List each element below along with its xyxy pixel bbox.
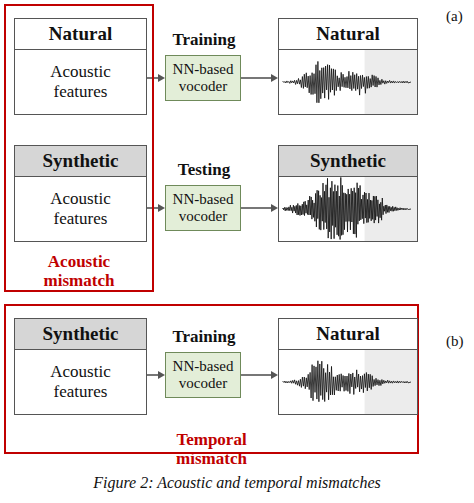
stage-label: Training xyxy=(136,327,272,347)
arrow-connector xyxy=(241,204,278,212)
waveform-box: Natural xyxy=(278,318,418,415)
waveform-box: Natural xyxy=(278,18,418,115)
vocoder-box: TestingNN-based vocoder xyxy=(165,185,241,231)
feature-box: SyntheticAcoustic features xyxy=(14,318,147,415)
box-header: Synthetic xyxy=(15,319,146,350)
figure-caption: Figure 2: Acoustic and temporal mismatch… xyxy=(0,474,474,492)
mismatch-region: Temporal mismatchSyntheticAcoustic featu… xyxy=(4,304,419,454)
stage-label: Testing xyxy=(136,160,272,180)
waveform-area xyxy=(279,177,417,241)
panel-label: (a) xyxy=(446,8,463,25)
panel-label: (b) xyxy=(446,333,464,350)
region-label: Temporal mismatch xyxy=(152,430,272,468)
vocoder-box: TrainingNN-based vocoder xyxy=(165,55,241,101)
arrow-connector xyxy=(241,74,278,82)
box-body: Acoustic features xyxy=(15,350,146,414)
waveform xyxy=(279,177,417,241)
mismatch-region: Acoustic mismatchNaturalAcoustic feature… xyxy=(4,4,154,292)
arrow-connector xyxy=(147,74,165,82)
waveform-area xyxy=(279,350,417,414)
box-header: Synthetic xyxy=(279,146,417,177)
region-label: Acoustic mismatch xyxy=(19,252,139,290)
arrow-connector xyxy=(147,371,165,379)
waveform xyxy=(279,350,417,414)
feature-box: NaturalAcoustic features xyxy=(14,18,147,115)
vocoder-label: NN-based vocoder xyxy=(170,191,236,225)
box-body: Acoustic features xyxy=(15,177,146,241)
box-header: Natural xyxy=(279,19,417,50)
waveform xyxy=(279,50,417,114)
box-header: Synthetic xyxy=(15,146,146,177)
stage-label: Training xyxy=(136,30,272,50)
arrow-connector xyxy=(241,371,278,379)
box-header: Natural xyxy=(279,319,417,350)
vocoder-box: TrainingNN-based vocoder xyxy=(165,352,241,398)
waveform-box: Synthetic xyxy=(278,145,418,242)
box-header: Natural xyxy=(15,19,146,50)
vocoder-label: NN-based vocoder xyxy=(170,61,236,95)
feature-box: SyntheticAcoustic features xyxy=(14,145,147,242)
vocoder-label: NN-based vocoder xyxy=(170,358,236,392)
arrow-connector xyxy=(147,204,165,212)
waveform-area xyxy=(279,50,417,114)
box-body: Acoustic features xyxy=(15,50,146,114)
